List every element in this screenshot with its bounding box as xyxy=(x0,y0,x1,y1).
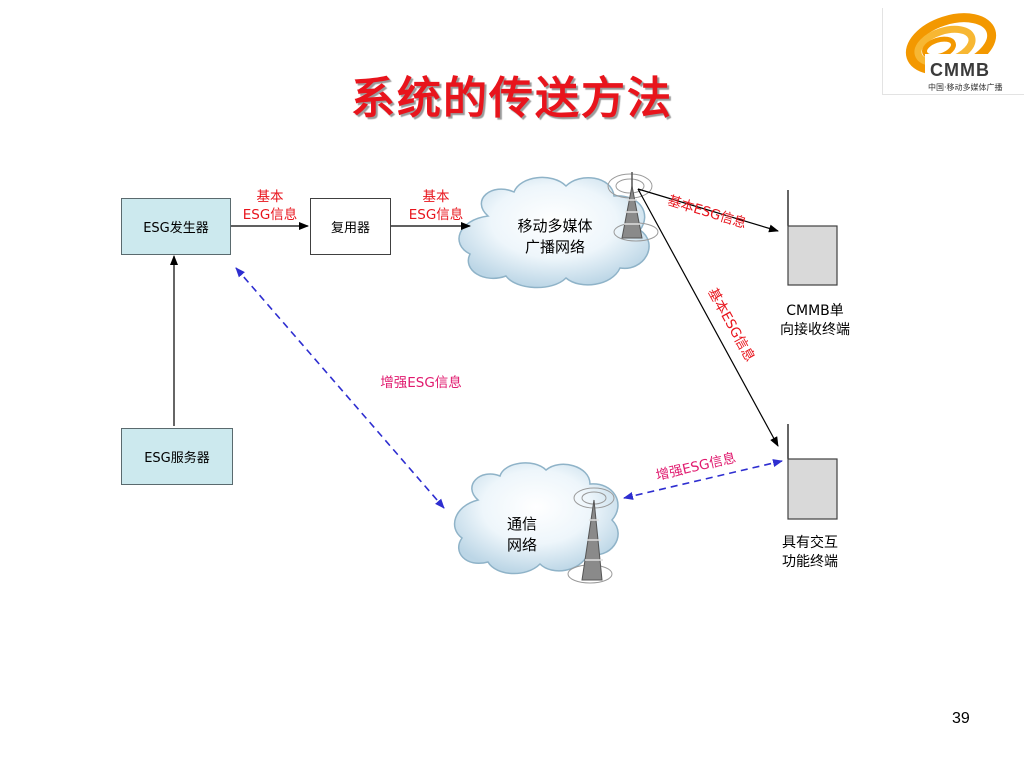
interactive-terminal-label-line1: 具有交互 xyxy=(782,535,838,551)
broadcast-tower-icon xyxy=(607,172,659,242)
broadcast-network-label-line2: 广播网络 xyxy=(524,238,585,256)
logo-wordmark: CMMB xyxy=(930,60,990,80)
edge-label-line: 基本 xyxy=(422,189,450,205)
cmmb-terminal-label: CMMB单 向接收终端 xyxy=(762,302,868,340)
cmmb-terminal-icon xyxy=(787,190,838,286)
broadcast-network-cloud-icon xyxy=(458,176,650,289)
interactive-terminal-label-line2: 功能终端 xyxy=(782,554,838,570)
edge-label-line: ESG信息 xyxy=(408,207,464,223)
cmmb-logo xyxy=(882,8,1024,95)
esg-server-box: ESG服务器 xyxy=(121,428,233,485)
esg-generator-box: ESG发生器 xyxy=(121,198,231,255)
page-number: 39 xyxy=(952,710,970,727)
communication-network-label-line1: 通信 xyxy=(506,515,537,533)
edge-label-line: ESG信息 xyxy=(242,207,298,223)
logo-tagline: 中国·移动多媒体广播 xyxy=(928,83,1003,92)
communication-network-label-line2: 网络 xyxy=(506,536,537,554)
cmmb-terminal-label-line1: CMMB单 xyxy=(786,303,844,319)
communication-tower-icon xyxy=(567,487,615,584)
broadcast-network-label: 移动多媒体 广播网络 xyxy=(500,216,610,258)
edge-label-mux-to-cloud: 基本 ESG信息 xyxy=(398,188,474,224)
slide-title: 系统的传送方法 xyxy=(351,73,673,124)
cmmb-terminal-label-line2: 向接收终端 xyxy=(780,322,850,338)
communication-network-label: 通信 网络 xyxy=(490,514,554,556)
broadcast-network-label-line1: 移动多媒体 xyxy=(517,217,593,235)
edge-label-line: 基本 xyxy=(256,189,284,205)
interactive-terminal-icon xyxy=(787,424,838,520)
cmmb-logo-mark-icon xyxy=(905,13,1024,94)
interactive-terminal-label: 具有交互 功能终端 xyxy=(762,534,858,572)
communication-network-cloud-icon xyxy=(453,462,619,575)
edge-label-gen-to-mux: 基本 ESG信息 xyxy=(232,188,308,224)
edge-label-enhanced-left: 增强ESG信息 xyxy=(380,375,462,391)
multiplexer-box: 复用器 xyxy=(310,198,391,255)
